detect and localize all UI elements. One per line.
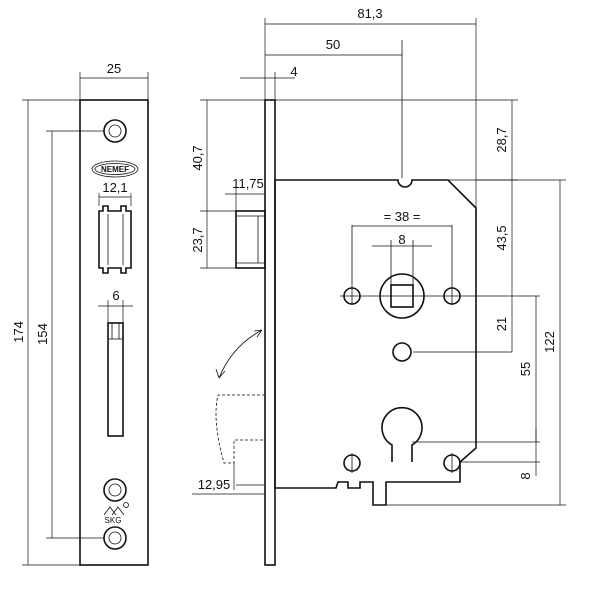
dim-bolt-width: 6 [98,288,133,323]
dim-upper-case: 43,5 [494,180,513,296]
faceplate-outline [79,99,149,566]
dim-faceplate-width: 25 [79,61,149,100]
lower-screw-hole-icon [103,478,127,502]
faceplate-view: NEMEF SKG [11,61,149,566]
dim-top-offset: 28,7 [275,99,518,181]
svg-text:4: 4 [290,64,297,79]
dim-case-height: 122 [386,179,566,506]
brand-label: NEMEF [101,165,129,174]
lock-case [274,179,477,506]
svg-text:25: 25 [107,61,121,76]
latch-opening [98,205,132,274]
dim-latch-height: 23,7 [190,211,236,269]
forend-plate [264,99,276,566]
dim-spindle-to-cylinder: 55 [518,296,537,442]
bolt-opening [107,322,124,437]
dim-plate-thickness: 4 [240,64,298,100]
svg-text:= 38 =: = 38 = [384,209,421,224]
svg-text:81,3: 81,3 [357,6,382,21]
svg-text:43,5: 43,5 [494,225,509,250]
svg-text:11,75: 11,75 [232,176,264,191]
svg-text:40,7: 40,7 [190,145,205,170]
dim-faceplate-height: 174 [11,99,80,566]
bottom-screw-hole-icon [103,526,127,550]
svg-text:174: 174 [11,321,26,343]
svg-text:12,95: 12,95 [198,477,231,492]
svg-text:154: 154 [35,323,50,345]
dim-latch-offset: 40,7 [190,99,265,212]
svg-text:6: 6 [112,288,119,303]
svg-text:122: 122 [542,331,557,353]
center-lines [340,40,540,473]
svg-text:8: 8 [518,472,533,479]
svg-text:28,7: 28,7 [494,127,509,152]
svg-text:55: 55 [518,362,533,376]
dim-spindle-size: 8 [372,232,432,247]
svg-text:8: 8 [398,232,405,247]
skg-label: SKG [105,516,122,525]
svg-text:23,7: 23,7 [190,227,205,252]
cylinder-opening-icon [381,406,423,462]
nemef-logo: NEMEF [91,160,139,178]
dim-cylinder-offset: 8 [518,428,537,480]
side-view: 81,3 50 4 40,7 23,7 11,75 [190,6,566,566]
skg-mark-icon: SKG [103,502,129,525]
center-screw-hole-icon [392,342,412,362]
top-screw-hole-icon [103,119,127,143]
dim-handle-spacing: = 38 = [352,209,452,227]
dim-latch-width: 12,1 [98,180,132,206]
dim-total-depth: 81,3 [264,6,477,208]
dim-hole-spacing: 154 [35,130,104,539]
svg-text:12,1: 12,1 [102,180,127,195]
dim-backset: 50 [265,37,402,56]
dim-spindle-to-screw: 21 [494,296,513,352]
dim-bolt-projection: 12,95 [192,463,265,495]
dim-latch-projection: 11,75 [225,176,265,211]
deadbolt-outline [215,329,265,464]
svg-text:50: 50 [326,37,340,52]
svg-text:21: 21 [494,317,509,331]
latch-bolt [235,210,266,269]
